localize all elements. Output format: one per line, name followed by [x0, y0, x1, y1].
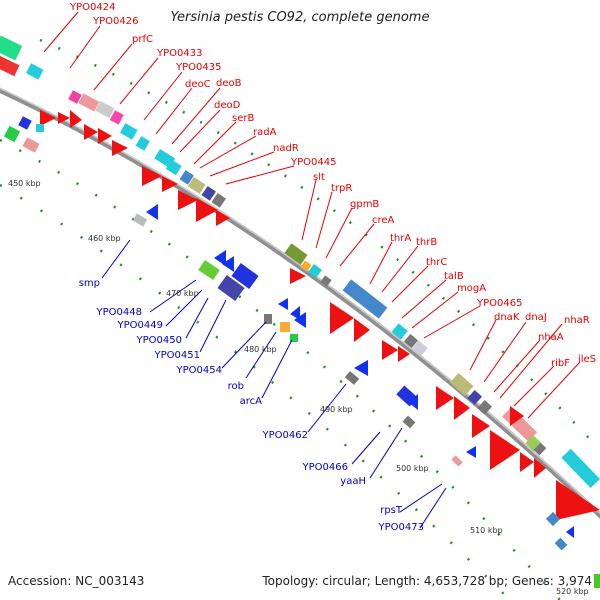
tick-label: 450 kbp — [8, 179, 41, 188]
tick-label: 500 kbp — [396, 464, 429, 473]
gene-label[interactable]: arcA — [240, 396, 263, 407]
forward-leader-lines — [43, 11, 581, 419]
gene-label[interactable]: creA — [372, 215, 395, 226]
gene-label[interactable]: deoC — [185, 79, 211, 90]
gene-label[interactable]: nadR — [273, 143, 299, 154]
reverse-ring-dots-1 — [0, 138, 561, 600]
tick-label: 470 kbp — [166, 289, 199, 298]
tick-label: 490 kbp — [320, 405, 353, 414]
gene-label[interactable]: YPO0426 — [92, 16, 138, 27]
gene-label[interactable]: YPO0433 — [156, 48, 202, 59]
gene-label[interactable]: dnaJ — [525, 312, 547, 323]
gene-label[interactable]: thrA — [390, 233, 411, 244]
forward-ring-dots — [39, 38, 600, 451]
gene-label[interactable]: slt — [313, 172, 325, 183]
gene-label[interactable]: YPO0424 — [69, 2, 115, 13]
gene-label[interactable]: YPO0449 — [117, 320, 163, 331]
gene-label[interactable]: serB — [232, 113, 254, 124]
reverse-gene-arrows — [146, 204, 574, 538]
gene-label[interactable]: YPO0454 — [176, 365, 222, 376]
gene-label[interactable]: radA — [253, 127, 277, 138]
gene-label[interactable]: smp — [79, 278, 100, 289]
gene-label[interactable]: thrC — [426, 257, 447, 268]
tick-label: 510 kbp — [470, 526, 503, 535]
gene-label[interactable]: YPO0465 — [476, 298, 522, 309]
gene-label[interactable]: thrB — [416, 237, 437, 248]
gene-label[interactable]: rob — [228, 381, 244, 392]
map-title: Yersinia pestis CO92, complete genome — [170, 10, 430, 25]
tick-label: 480 kbp — [244, 345, 277, 354]
tick-label: 460 kbp — [88, 234, 121, 243]
gene-label[interactable]: YPO0473 — [378, 522, 424, 533]
gene-label[interactable]: rpsT — [380, 505, 403, 516]
gene-label[interactable]: yaaH — [340, 476, 366, 487]
gene-label[interactable]: dnaK — [494, 312, 520, 323]
reverse-gene-labels: smp YPO0448 YPO0449 YPO0450 YPO0451 YPO0… — [79, 278, 424, 533]
kbp-ticks: 450 kbp 460 kbp 470 kbp 480 kbp 490 kbp … — [8, 179, 589, 596]
gene-label[interactable]: ileS — [578, 354, 596, 365]
gene-label[interactable]: YPO0462 — [262, 430, 308, 441]
gene-label[interactable]: trpR — [331, 183, 352, 194]
gene-label[interactable]: nhaA — [538, 332, 564, 343]
gene-label[interactable]: ribF — [551, 358, 570, 369]
forward-gene-blocks — [0, 35, 600, 488]
gene-label[interactable]: YPO0466 — [302, 462, 348, 473]
corner-marker — [594, 574, 600, 588]
accession-label: Accession: NC_003143 — [8, 574, 145, 588]
gene-label[interactable]: gpmB — [350, 199, 379, 210]
gene-label[interactable]: talB — [444, 271, 464, 282]
reverse-gene-blocks — [3, 116, 568, 551]
genome-summary: Topology: circular; Length: 4,653,728 bp… — [262, 574, 592, 588]
gene-label[interactable]: YPO0445 — [290, 157, 336, 168]
gene-label[interactable]: YPO0451 — [154, 350, 200, 361]
gene-label[interactable]: deoD — [214, 100, 241, 111]
gene-label[interactable]: nhaR — [564, 315, 590, 326]
gene-label[interactable]: deoB — [216, 78, 242, 89]
reverse-leader-lines — [101, 239, 447, 529]
gene-label[interactable]: YPO0448 — [96, 307, 142, 318]
genome-backbone — [0, 87, 600, 519]
gene-label[interactable]: prfC — [132, 34, 153, 45]
tick-label: 520 kbp — [556, 587, 589, 596]
gene-label[interactable]: mogA — [457, 283, 486, 294]
gene-label[interactable]: YPO0435 — [175, 62, 221, 73]
gene-label[interactable]: YPO0450 — [136, 335, 182, 346]
forward-gene-labels: YPO0424 YPO0426 prfC YPO0433 YPO0435 deo… — [69, 2, 596, 369]
forward-gene-arrows — [40, 110, 600, 520]
genome-backbone-highlight — [0, 87, 600, 515]
